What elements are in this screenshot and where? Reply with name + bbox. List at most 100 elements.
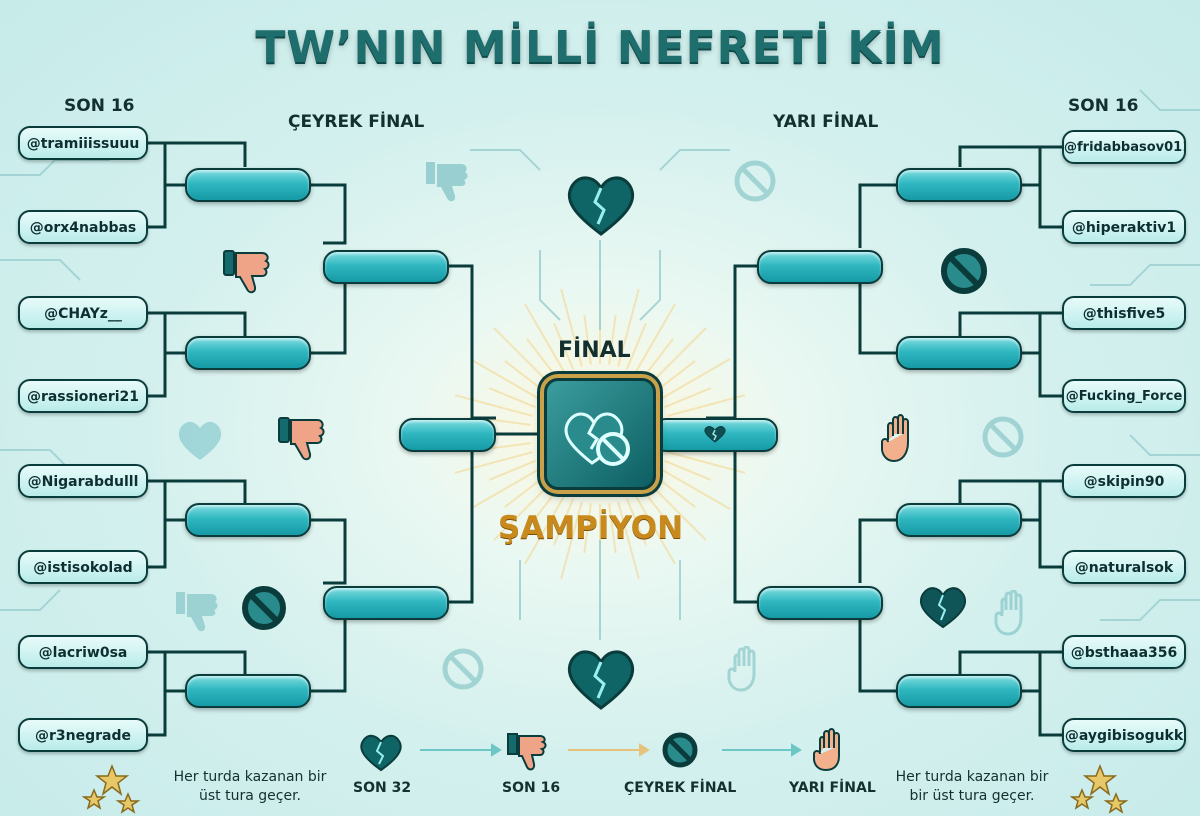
quarterfinal-slot[interactable] [185, 503, 311, 537]
player-slot-right[interactable]: @thisfive5 [1062, 296, 1186, 330]
left-son16-header: SON 16 [64, 96, 135, 116]
sunburst-ray [625, 322, 647, 370]
flow-arrows [420, 743, 802, 757]
prohibited-icon [662, 732, 698, 768]
circuit-trace [639, 250, 661, 321]
player-slot-right[interactable]: @bsthaaa356 [1062, 635, 1186, 669]
sunburst-ray [454, 451, 533, 474]
circuit-trace [470, 149, 541, 171]
player-slot-right[interactable]: @hiperaktiv1 [1062, 210, 1186, 244]
circuit-trace [0, 159, 110, 176]
quarterfinal-slot[interactable] [896, 168, 1022, 202]
sunburst-ray [553, 322, 575, 370]
sunburst-ray [526, 488, 559, 530]
stars-icon [82, 764, 141, 814]
yari-final-header: YARI FİNAL [773, 112, 879, 132]
sunburst-ray [454, 394, 533, 417]
quarterfinal-slot[interactable] [185, 168, 311, 202]
final-slot-right[interactable] [652, 418, 778, 452]
sunburst-ray [488, 387, 536, 409]
quarterfinal-slot[interactable] [896, 503, 1022, 537]
final-header: FİNAL [558, 338, 631, 363]
sunburst-ray [634, 303, 676, 374]
quarterfinal-slot[interactable] [896, 674, 1022, 708]
sunburst-ray [608, 314, 617, 365]
player-slot-right[interactable]: @Fucking_Force [1062, 379, 1186, 413]
semifinal-slot[interactable] [323, 250, 449, 284]
player-slot-left[interactable]: @istisokolad [18, 550, 148, 584]
circuit-trace [1100, 599, 1200, 621]
flow-step-label: YARI FİNAL [789, 780, 876, 796]
sunburst-ray [667, 394, 746, 417]
circuit-trace [659, 149, 730, 171]
sunburst-ray [625, 498, 647, 546]
semifinal-slot[interactable] [757, 250, 883, 284]
quarterfinal-slot[interactable] [185, 336, 311, 370]
sunburst-ray [469, 468, 540, 510]
player-slot-right[interactable]: @naturalsok [1062, 550, 1186, 584]
sunburst-ray [524, 303, 566, 374]
player-slot-left[interactable]: @orx4nabbas [18, 210, 148, 244]
sunburst-ray [504, 475, 546, 508]
sunburst-ray [583, 503, 592, 554]
raised-hand-icon [881, 414, 909, 463]
broken-heart-prohibited-icon [564, 412, 630, 466]
sunburst-ray [660, 358, 731, 400]
thumbs-down-icon [176, 592, 218, 632]
champion-box[interactable] [544, 378, 656, 490]
player-slot-right[interactable]: @skipin90 [1062, 464, 1186, 498]
flow-step-label: SON 16 [502, 780, 561, 796]
player-slot-right[interactable]: @fridabbasov011 [1062, 130, 1186, 164]
sunburst-ray [641, 338, 674, 380]
broken-heart-icon [567, 650, 635, 710]
flow-step-label: ÇEYREK FİNAL [624, 780, 737, 796]
prohibited-icon [982, 416, 1024, 458]
thumbs-down-icon [223, 250, 270, 294]
sunburst-ray [667, 451, 746, 474]
sunburst-ray [617, 501, 640, 580]
player-slot-left[interactable]: @lacriw0sa [18, 635, 148, 669]
broken-heart-icon [704, 426, 726, 443]
circuit-trace [1090, 264, 1200, 286]
player-slot-left[interactable]: @rassioneri21 [18, 379, 148, 413]
sunburst-ray [664, 459, 712, 481]
right-son16-header: SON 16 [1068, 96, 1139, 116]
broken-heart-icon [178, 421, 222, 460]
sunburst-ray [654, 475, 696, 508]
sunburst-ray [648, 482, 707, 541]
player-slot-left[interactable]: @Nigarabdulll [18, 464, 148, 498]
prohibited-icon [442, 648, 484, 690]
final-slot-left[interactable] [399, 418, 496, 452]
broken-heart-icon [919, 587, 967, 629]
sunburst-ray [504, 360, 546, 393]
sunburst-ray [560, 501, 583, 580]
circuit-trace [1139, 89, 1200, 111]
sunburst-ray [664, 387, 712, 409]
sunburst-ray [493, 482, 552, 541]
player-slot-left[interactable]: @tramiiissuuu [18, 126, 148, 160]
circuit-trace [539, 250, 561, 321]
raised-hand-icon [994, 590, 1023, 636]
player-slot-right[interactable]: @aygibisogukk [1062, 718, 1186, 752]
player-slot-left[interactable]: @r3negrade [18, 718, 148, 752]
quarterfinal-slot[interactable] [185, 674, 311, 708]
semifinal-slot[interactable] [757, 586, 883, 620]
sunburst-ray [488, 459, 536, 481]
sunburst-ray [648, 327, 707, 386]
sunburst-ray [634, 494, 676, 565]
flow-step-label: SON 32 [353, 780, 412, 796]
prohibited-icon [941, 248, 987, 294]
circuit-trace [1129, 434, 1200, 456]
sunburst-ray [524, 494, 566, 565]
ceyrek-final-header: ÇEYREK FİNAL [288, 112, 425, 132]
circuit-trace [0, 589, 61, 611]
quarterfinal-slot[interactable] [896, 336, 1022, 370]
player-slot-left[interactable]: @CHAYz__ [18, 296, 148, 330]
sunburst-ray [560, 288, 583, 367]
broken-heart-icon [567, 176, 635, 236]
semifinal-slot[interactable] [323, 586, 449, 620]
sunburst-ray [660, 468, 731, 510]
